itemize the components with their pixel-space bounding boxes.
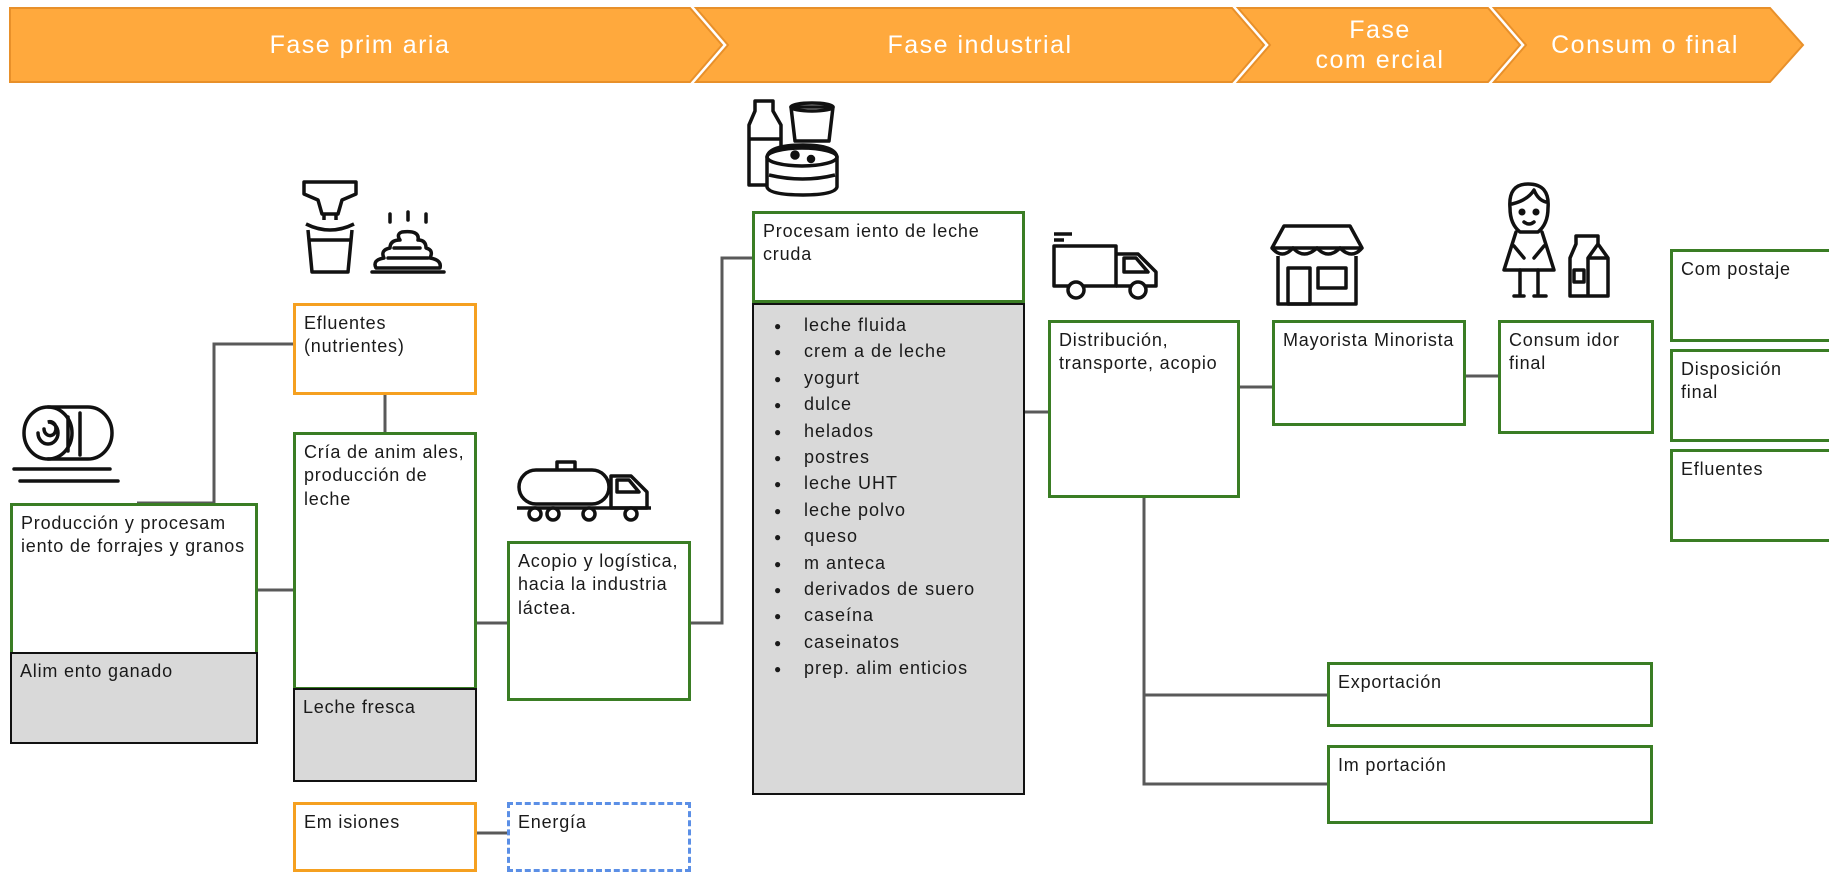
efluentes-final-box: Efluentes [1670, 449, 1829, 542]
product-item: m anteca [774, 552, 1015, 578]
milking-bucket-icon [302, 180, 358, 274]
phase-arrow-industrial [693, 7, 1266, 83]
product-item: leche fluida [774, 314, 1015, 340]
product-item: leche UHT [774, 472, 1015, 498]
phase-arrow-comercial [1235, 7, 1522, 83]
product-item: postres [774, 446, 1015, 472]
efluentes-nutrientes-box: Efluentes (nutrientes) [293, 303, 477, 395]
product-item: yogurt [774, 367, 1015, 393]
phase-arrow-primaria [9, 7, 724, 83]
cria-animales-box: Cría de anim ales, producción de leche [293, 432, 477, 690]
store-icon [1270, 224, 1364, 306]
compostaje-box: Com postaje [1670, 249, 1829, 342]
leche-fresca-box: Leche fresca [293, 688, 477, 782]
consumer-girl-icon [1502, 182, 1556, 298]
connector-distribucion-export-import [1142, 497, 1327, 786]
milk-carton-icon [1568, 234, 1610, 298]
delivery-truck-icon [1052, 232, 1158, 300]
procesamiento-box: Procesam iento de leche cruda [752, 211, 1025, 303]
product-item: derivados de suero [774, 578, 1015, 604]
product-item: helados [774, 420, 1015, 446]
manure-icon [370, 210, 446, 274]
product-item: caseína [774, 604, 1015, 630]
connector-forrajes-efluentes [137, 342, 293, 505]
consumidor-final-box: Consum idor final [1498, 320, 1654, 434]
milk-tanker-truck-icon [517, 460, 651, 522]
product-item: dulce [774, 393, 1015, 419]
products-list: leche fluida crem a de leche yogurt dulc… [762, 314, 1015, 683]
connector-acopio-procesamiento [691, 256, 752, 625]
product-item: queso [774, 525, 1015, 551]
exportacion-box: Exportación [1327, 662, 1653, 727]
forrajes-box: Producción y procesam iento de forrajes … [10, 503, 258, 655]
energia-box: Energía [507, 802, 691, 872]
hay-bale-icon [12, 405, 120, 483]
acopio-box: Acopio y logística, hacia la industria l… [507, 541, 691, 701]
emisiones-box: Em isiones [293, 802, 477, 872]
phase-arrow-consumo [1491, 7, 1805, 83]
phase-banner [9, 7, 1805, 83]
product-item: crem a de leche [774, 340, 1015, 366]
phase-primaria-label: Fase prim aria [269, 31, 451, 59]
phase-consumo-label: Consum o final [1551, 31, 1739, 59]
products-list-box: leche fluida crem a de leche yogurt dulc… [752, 303, 1025, 795]
mayorista-minorista-box: Mayorista Minorista [1272, 320, 1466, 426]
importacion-box: Im portación [1327, 745, 1653, 824]
phase-industrial-label: Fase industrial [887, 31, 1073, 59]
product-item: prep. alim enticios [774, 657, 1015, 683]
alimento-ganado-box: Alim ento ganado [10, 652, 258, 744]
product-item: leche polvo [774, 499, 1015, 525]
product-item: caseinatos [774, 631, 1015, 657]
distribucion-box: Distribución, transporte, acopio [1048, 320, 1240, 498]
disposicion-final-box: Disposición final [1670, 349, 1829, 442]
phase-comercial-label: Fase com ercial [1315, 16, 1445, 74]
dairy-products-icon [747, 99, 839, 197]
